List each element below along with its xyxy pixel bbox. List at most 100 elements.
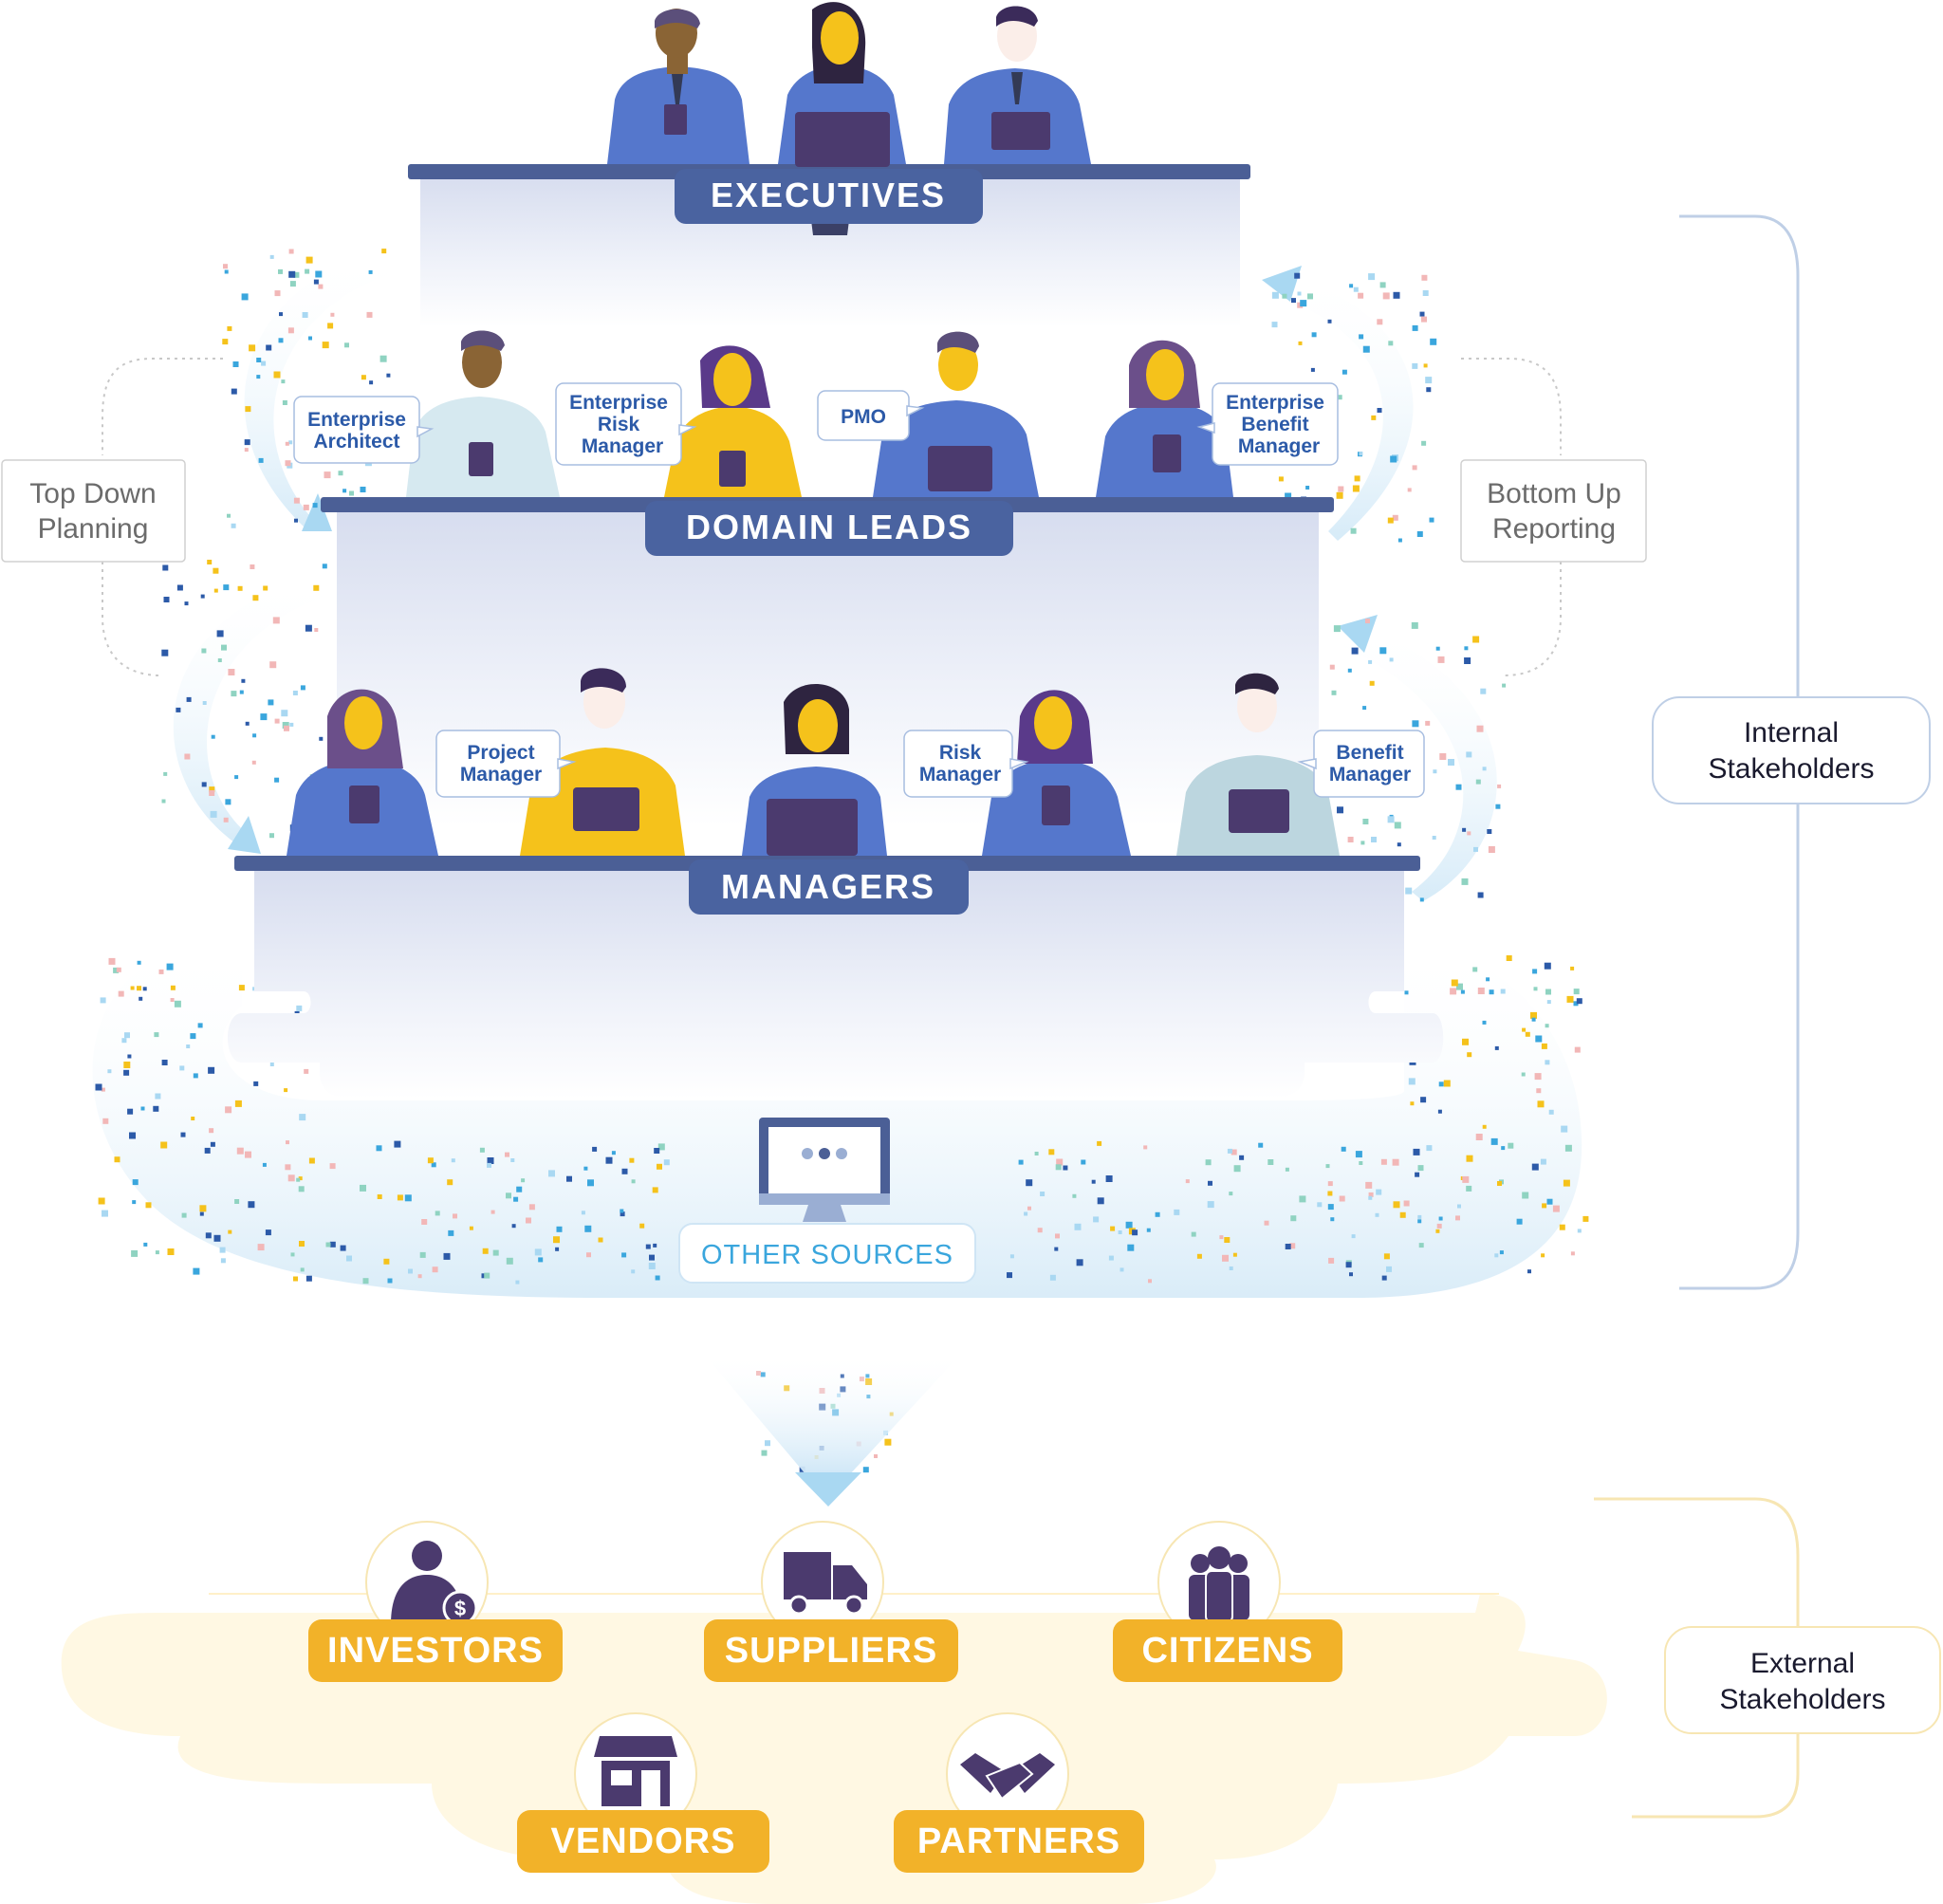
confetti-dot bbox=[1577, 1229, 1582, 1233]
confetti-dot bbox=[1297, 291, 1302, 296]
confetti-dot bbox=[1355, 1151, 1362, 1158]
confetti-dot bbox=[1294, 272, 1301, 279]
confetti-dot bbox=[278, 268, 283, 274]
bubble-risk-manager: Risk Manager bbox=[903, 730, 1029, 798]
confetti-dot bbox=[479, 1147, 485, 1153]
confetti-dot bbox=[304, 1068, 309, 1074]
confetti-dot bbox=[1291, 298, 1296, 304]
confetti-dot bbox=[1368, 1195, 1373, 1200]
confetti-dot bbox=[123, 1069, 130, 1076]
confetti-dot bbox=[1365, 619, 1370, 624]
confetti-dot bbox=[163, 771, 168, 776]
confetti-dot bbox=[293, 271, 300, 278]
other-sources-monitor-icon bbox=[759, 1118, 890, 1222]
confetti-dot bbox=[1377, 319, 1383, 325]
confetti-dot bbox=[1285, 1244, 1291, 1249]
confetti-dot bbox=[296, 1177, 301, 1182]
confetti-dot bbox=[1055, 1164, 1062, 1171]
confetti-dot bbox=[228, 669, 235, 675]
confetti-dot bbox=[209, 786, 215, 793]
confetti-dot bbox=[511, 1224, 516, 1229]
confetti-dot bbox=[1419, 897, 1424, 902]
confetti-dot bbox=[761, 1450, 768, 1456]
confetti-dot bbox=[213, 588, 218, 593]
confetti-dot bbox=[1328, 1257, 1335, 1264]
confetti-dot bbox=[205, 1232, 212, 1239]
confetti-dot bbox=[1403, 1200, 1410, 1207]
confetti-dot bbox=[1487, 829, 1492, 834]
confetti-dot bbox=[381, 249, 387, 254]
confetti-dot bbox=[1358, 292, 1364, 299]
confetti-dot bbox=[1300, 300, 1307, 307]
confetti-dot bbox=[1475, 1134, 1483, 1140]
confetti-dot bbox=[1311, 332, 1317, 338]
confetti-dot bbox=[216, 630, 224, 638]
confetti-dot bbox=[289, 722, 294, 727]
confetti-dot bbox=[1327, 319, 1332, 323]
confetti-dot bbox=[231, 523, 236, 528]
confetti-dot bbox=[224, 269, 229, 274]
confetti-dot bbox=[1426, 1145, 1433, 1152]
confetti-dot bbox=[631, 1269, 636, 1274]
confetti-dot bbox=[346, 1255, 352, 1262]
external-vendors: VENDORS bbox=[517, 1712, 769, 1873]
confetti-dot bbox=[1421, 316, 1427, 323]
confetti-dot bbox=[284, 725, 289, 731]
confetti-dot bbox=[199, 1211, 204, 1216]
confetti-dot bbox=[221, 644, 227, 651]
confetti-dot bbox=[490, 1210, 495, 1214]
bottom-up-line-1: Bottom Up bbox=[1487, 478, 1621, 509]
confetti-dot bbox=[1399, 1211, 1406, 1218]
confetti-dot bbox=[431, 1162, 436, 1168]
confetti-dot bbox=[555, 1247, 560, 1251]
confetti-dot bbox=[245, 721, 250, 726]
confetti-dot bbox=[330, 312, 335, 317]
confetti-dot bbox=[1327, 1191, 1333, 1196]
confetti-dot bbox=[1386, 1266, 1392, 1272]
confetti-dot bbox=[338, 471, 343, 476]
confetti-dot bbox=[657, 1163, 662, 1170]
funnel-arrow bbox=[702, 1352, 963, 1507]
confetti-dot bbox=[1495, 804, 1501, 809]
enterprise-risk-line-3: Manager bbox=[582, 435, 663, 457]
confetti-dot bbox=[1534, 1073, 1542, 1081]
suppliers-label: SUPPLIERS bbox=[725, 1631, 937, 1671]
confetti-dot bbox=[1545, 1060, 1550, 1065]
partners-label: PARTNERS bbox=[917, 1821, 1120, 1861]
confetti-dot bbox=[349, 490, 354, 496]
confetti-dot bbox=[100, 997, 106, 1004]
confetti-dot bbox=[1222, 1254, 1229, 1262]
confetti-dot bbox=[1063, 1165, 1068, 1171]
confetti-dot bbox=[1417, 1165, 1424, 1172]
confetti-dot bbox=[241, 293, 249, 301]
manager-project-manager bbox=[520, 668, 685, 856]
confetti-dot bbox=[383, 1258, 390, 1265]
confetti-dot bbox=[143, 1242, 148, 1247]
confetti-dot bbox=[228, 1229, 232, 1234]
confetti-dot bbox=[1282, 293, 1287, 299]
confetti-dot bbox=[1205, 1159, 1212, 1166]
confetti-dot bbox=[1552, 1205, 1560, 1212]
confetti-dot bbox=[130, 986, 135, 990]
confetti-dot bbox=[1564, 1144, 1572, 1152]
confetti-dot bbox=[137, 986, 141, 991]
confetti-dot bbox=[1570, 966, 1575, 970]
confetti-dot bbox=[244, 439, 250, 446]
investor-dollar-icon: $ bbox=[391, 1541, 478, 1626]
confetti-dot bbox=[1462, 1175, 1470, 1183]
confetti-dot bbox=[1155, 1211, 1160, 1217]
bubble-enterprise-risk-manager: Enterprise Risk Manager bbox=[555, 382, 697, 466]
confetti-dot bbox=[1081, 1159, 1086, 1165]
confetti-dot bbox=[305, 256, 313, 264]
confetti-dot bbox=[342, 489, 347, 493]
confetti-dot bbox=[1439, 753, 1447, 760]
manager-benefit-manager bbox=[1176, 673, 1340, 856]
confetti-dot bbox=[1545, 989, 1551, 995]
confetti-dot bbox=[1522, 1027, 1527, 1032]
confetti-dot bbox=[186, 696, 192, 702]
confetti-dot bbox=[1394, 822, 1401, 829]
confetti-dot bbox=[482, 1248, 489, 1254]
top-down-planning-box: Top Down Planning bbox=[1, 459, 186, 563]
confetti-dot bbox=[1347, 837, 1354, 842]
confetti-dot bbox=[288, 249, 294, 254]
